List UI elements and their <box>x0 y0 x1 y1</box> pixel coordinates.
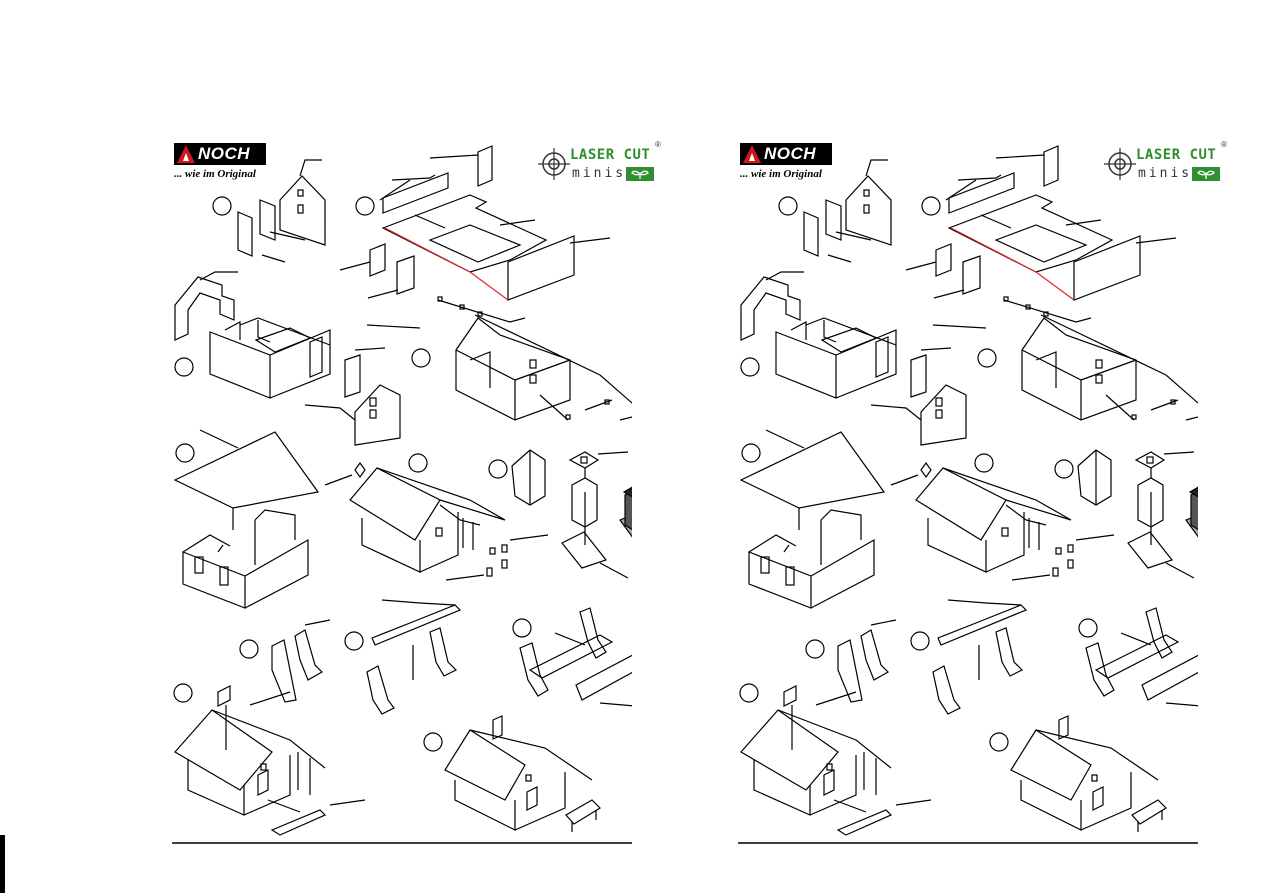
laser-cut-title: LASER CUT <box>1136 147 1217 163</box>
step5-roof-assembly <box>739 429 886 609</box>
noch-logo-text: NOCH <box>198 144 251 163</box>
instruction-page-left: NOCH ... wie im Original LASER CUT ® min… <box>172 140 661 844</box>
step-marker <box>1054 459 1074 479</box>
crosshair-target-icon <box>1104 148 1136 180</box>
step-marker <box>921 196 941 216</box>
step-marker <box>408 453 428 473</box>
step9-bench <box>519 607 632 707</box>
step8-bench-legs <box>815 599 1028 715</box>
step2-base-parts <box>905 145 1177 301</box>
brand-tagline: ... wie im Original <box>174 168 256 180</box>
registered-mark: ® <box>655 140 661 149</box>
step-marker <box>174 357 194 377</box>
step-marker <box>488 459 508 479</box>
step-marker <box>175 443 195 463</box>
noch-logo-text: NOCH <box>764 144 817 163</box>
noch-triangle-icon <box>743 145 761 163</box>
minis-title: minis <box>572 166 627 181</box>
step1-gable-parts <box>237 159 326 263</box>
assembly-drawing <box>738 145 1198 844</box>
sprout-icon <box>626 167 654 181</box>
step11-finished-house <box>1010 715 1167 832</box>
step-marker <box>739 683 759 703</box>
minis-title: minis <box>1138 166 1193 181</box>
step-marker <box>989 732 1009 752</box>
step-marker <box>778 196 798 216</box>
step-marker <box>974 453 994 473</box>
sprout-icon <box>1192 167 1220 181</box>
laser-cut-minis-logo: LASER CUT ® minis <box>1102 140 1228 186</box>
step-marker <box>740 357 760 377</box>
step2-base-parts <box>339 145 611 301</box>
step-marker <box>423 732 443 752</box>
registered-mark: ® <box>1221 140 1227 149</box>
step-marker <box>344 631 364 651</box>
step1-gable-parts <box>803 159 892 263</box>
step-marker <box>977 348 997 368</box>
laser-cut-minis-logo: LASER CUT ® minis <box>536 140 662 186</box>
laser-cut-title: LASER CUT <box>570 147 651 163</box>
step3-walls <box>174 271 401 446</box>
step-markers <box>173 196 532 752</box>
crosshair-target-icon <box>538 148 570 180</box>
step-marker <box>239 639 259 659</box>
step9-bench <box>1085 607 1198 707</box>
step-marker <box>355 196 375 216</box>
step6-house <box>324 461 549 581</box>
step8-bench-legs <box>249 599 462 715</box>
step-marker <box>173 683 193 703</box>
assembly-drawing <box>172 145 632 844</box>
step-marker <box>212 196 232 216</box>
step10-house-path <box>740 685 932 836</box>
noch-logo: NOCH <box>740 143 832 165</box>
step5-roof-assembly <box>173 429 320 609</box>
noch-logo: NOCH <box>174 143 266 165</box>
step4-roof-beams <box>366 296 632 421</box>
step-marker <box>741 443 761 463</box>
step7-chimney <box>511 449 632 579</box>
noch-triangle-icon <box>177 145 195 163</box>
step-marker <box>1078 618 1098 638</box>
page-edge-bar <box>0 835 5 893</box>
step3-walls <box>740 271 967 446</box>
brand-tagline: ... wie im Original <box>740 168 822 180</box>
step4-roof-beams <box>932 296 1198 421</box>
step-marker <box>910 631 930 651</box>
step10-house-path <box>174 685 366 836</box>
step-marker <box>411 348 431 368</box>
step-marker <box>512 618 532 638</box>
step6-house <box>890 461 1115 581</box>
step-markers <box>739 196 1098 752</box>
step-marker <box>805 639 825 659</box>
step7-chimney <box>1077 449 1198 579</box>
instruction-page-right: NOCH ... wie im Original LASER CUT ® min… <box>566 0 1227 893</box>
step11-finished-house <box>444 715 601 832</box>
